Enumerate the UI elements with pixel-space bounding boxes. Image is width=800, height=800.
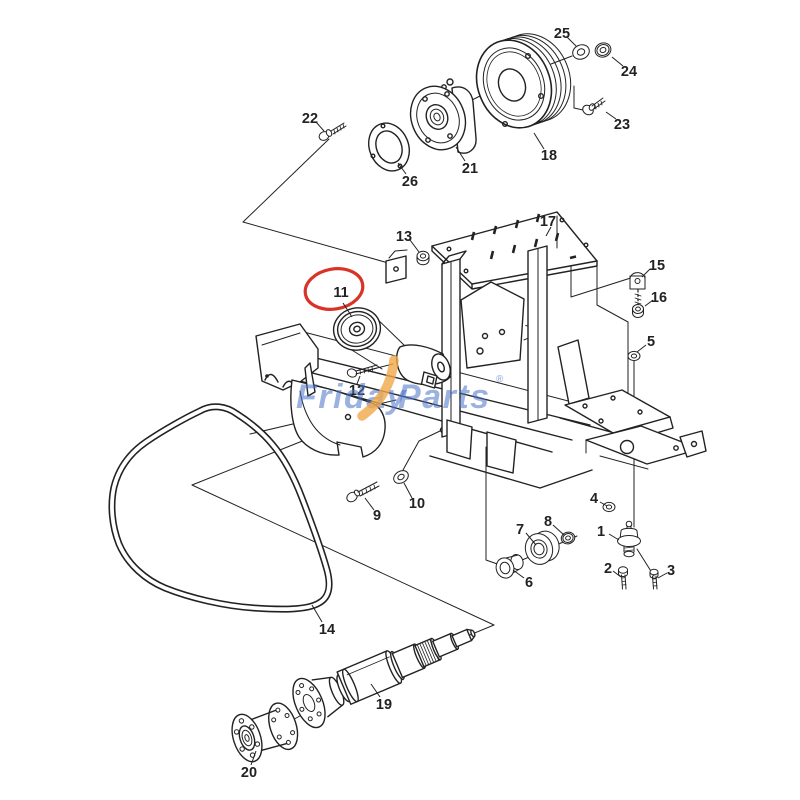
frame-feet: [429, 419, 593, 489]
part-label-3: 3: [667, 563, 675, 579]
shaft-knurl: [416, 638, 440, 667]
part-label-9: 9: [373, 508, 381, 524]
part-7-bushing: [524, 530, 560, 565]
part-label-23: 23: [614, 117, 630, 133]
part-leader-11: [342, 302, 353, 318]
watermark-registered-mark: ®: [496, 374, 504, 385]
part-leader-2: [612, 570, 622, 578]
part-18-crankshaft-pulley: [475, 33, 572, 129]
part-label-2: 2: [604, 561, 612, 577]
part-label-15: 15: [649, 258, 665, 274]
part-leader-24: [611, 56, 624, 67]
part-leader-25: [566, 36, 577, 47]
part-leader-21: [455, 146, 466, 162]
part-leader-18: [533, 132, 545, 150]
watermark-swoosh: [357, 355, 399, 421]
part-leader-9: [364, 497, 375, 511]
part-label-13: 13: [396, 229, 412, 245]
plate-slots: [470, 213, 560, 260]
part-label-14: 14: [319, 622, 335, 638]
part-leader-4: [599, 501, 608, 507]
part-leader-20: [250, 750, 257, 766]
part-8-nut: [560, 531, 576, 545]
part-leader-19: [370, 683, 381, 698]
watermark: Friday Parts ®: [296, 355, 504, 421]
part-label-4: 4: [590, 491, 598, 507]
part-label-18: 18: [541, 148, 557, 164]
pentagon-plate: [460, 281, 525, 369]
part-26-ring: [368, 122, 410, 172]
part-leader-14: [311, 604, 323, 623]
belt-guard-bracket: [290, 362, 386, 458]
part-22-bolt: [318, 122, 347, 141]
part-label-6: 6: [525, 575, 533, 591]
part-3-bolt: [649, 568, 659, 590]
part-label-26: 26: [402, 174, 418, 190]
part-25-washer: [572, 44, 590, 60]
part-label-21: 21: [462, 161, 478, 177]
part-19-shaft: [292, 628, 476, 729]
part-label-7: 7: [516, 522, 524, 538]
part-label-19: 19: [376, 697, 392, 713]
beam-right-end-mount: [564, 389, 707, 470]
highlight-ellipse: [303, 267, 365, 311]
part-leader-12: [356, 375, 361, 385]
part-5-nut: [627, 350, 641, 362]
part-label-16: 16: [651, 290, 667, 306]
part-24-nut: [594, 42, 612, 58]
part-20-pulley: [231, 702, 299, 763]
part-label-10: 10: [409, 496, 425, 512]
part-13-nut: [416, 250, 430, 266]
part-leader-8: [552, 524, 565, 536]
part-label-24: 24: [621, 64, 637, 80]
part-label-25: 25: [554, 26, 570, 42]
part-4-nut: [602, 501, 616, 513]
part-leader-22: [315, 121, 325, 132]
frame-assembly: [255, 211, 707, 489]
part-10-washer: [393, 470, 409, 484]
part-9-bolt: [346, 481, 380, 503]
part-11-belt-tensioner: [332, 307, 451, 389]
part-label-1: 1: [597, 524, 605, 540]
part-label-11: 11: [333, 285, 348, 301]
part-leader-17: [545, 226, 552, 237]
part-12-bolt: [346, 364, 378, 378]
part-16-screw: [632, 293, 644, 318]
part-1-rubber-mount: [617, 520, 641, 558]
part-2-bolt: [617, 566, 629, 590]
support-posts: [385, 215, 629, 438]
part-leader-16: [644, 299, 654, 307]
part-6-bushing: [495, 553, 524, 579]
part-23-bolt: [582, 97, 606, 116]
part-label-12: 12: [349, 383, 365, 399]
part-label-17: 17: [540, 214, 556, 230]
part-leader-6: [512, 569, 525, 579]
part-leader-26: [397, 162, 407, 175]
part-leader-15: [641, 268, 651, 278]
part-leader-7: [525, 532, 537, 546]
part-14-belt: [108, 403, 333, 613]
part-leader-23: [605, 111, 617, 120]
part-leader-10: [403, 482, 413, 499]
part-leader-1: [608, 533, 620, 541]
part-label-5: 5: [647, 334, 655, 350]
part-label-20: 20: [241, 765, 257, 781]
part-label-22: 22: [302, 111, 318, 127]
part-leader-3: [657, 572, 668, 579]
part-15-clip-nut: [629, 272, 646, 290]
part-leader-13: [409, 239, 420, 253]
part-leader-5: [636, 344, 647, 353]
part-21-hub: [409, 78, 477, 154]
part-label-8: 8: [544, 514, 552, 530]
watermark-word2: Parts: [398, 378, 491, 416]
